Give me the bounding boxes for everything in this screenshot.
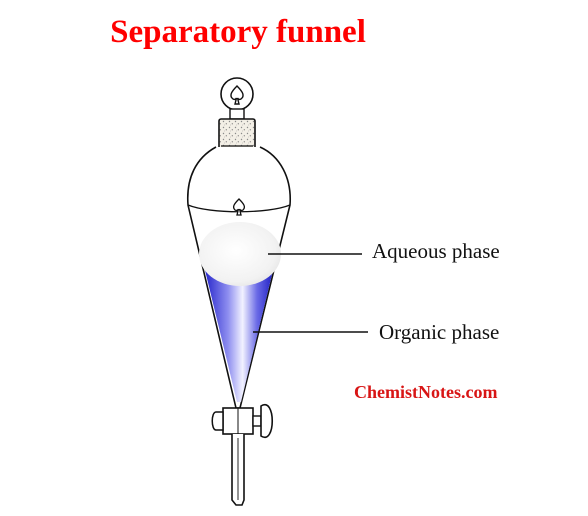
diagram-title: Separatory funnel	[110, 14, 366, 50]
aqueous-layer	[199, 222, 281, 286]
organic-phase-label: Organic phase	[379, 320, 500, 344]
stopper-neck	[229, 108, 245, 120]
spade-mark-icon	[232, 198, 246, 216]
stopcock-handle	[260, 403, 274, 439]
source-watermark: ChemistNotes.com	[354, 382, 498, 402]
aqueous-phase-label: Aqueous phase	[372, 239, 500, 263]
stopcock	[211, 403, 274, 439]
stopcock-stem	[252, 415, 262, 427]
organic-layer	[203, 262, 275, 402]
stopcock-left-knob	[211, 411, 224, 431]
spade-icon	[230, 85, 244, 105]
